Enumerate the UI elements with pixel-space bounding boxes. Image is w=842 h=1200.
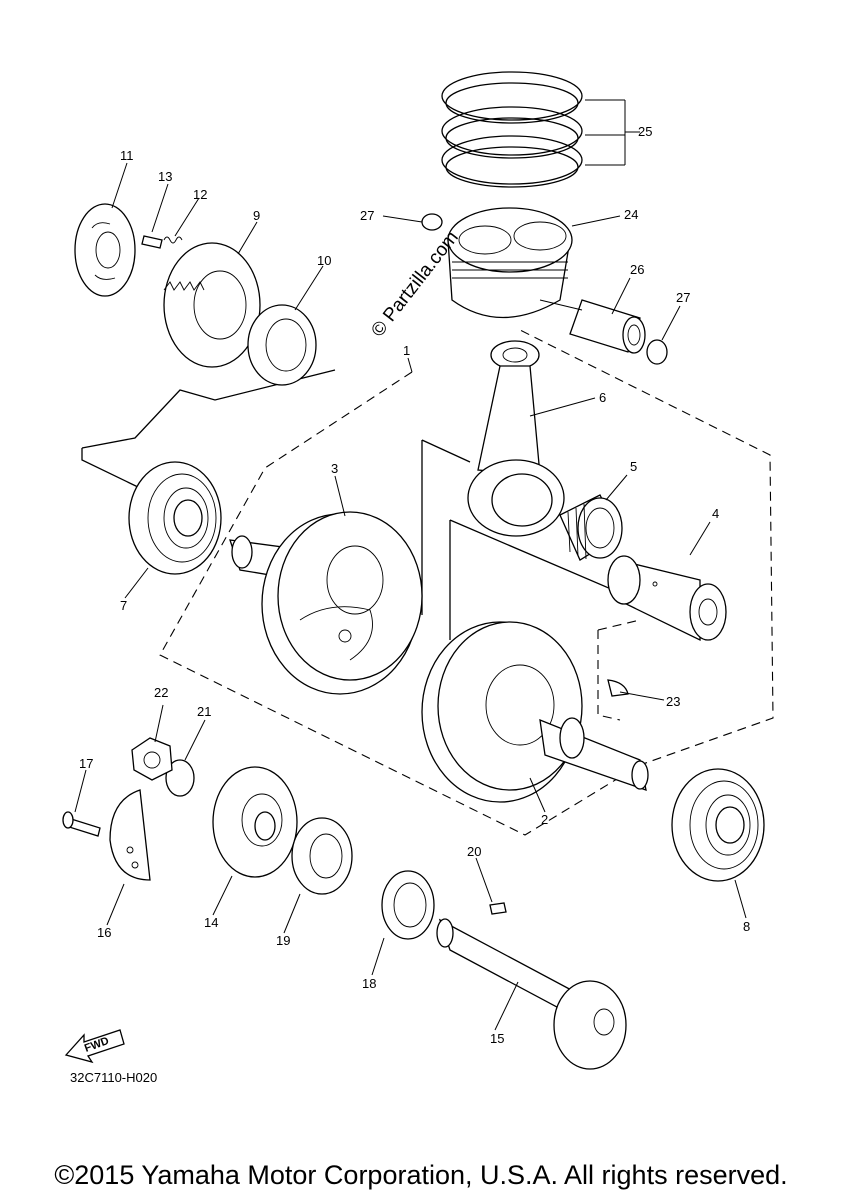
part-label: 27 — [360, 208, 374, 223]
part-label: 4 — [712, 506, 719, 521]
part-label: 17 — [79, 756, 93, 771]
piston-rings[interactable] — [441, 71, 583, 188]
part-label: 26 — [630, 262, 644, 277]
needle-bearing-small[interactable] — [381, 870, 435, 940]
part-labels: 1 2 3 4 5 6 7 8 9 10 11 12 13 14 15 16 1… — [79, 124, 750, 1046]
part-label: 3 — [331, 461, 338, 476]
balancer-weight[interactable] — [109, 789, 151, 881]
part-label: 1 — [403, 343, 410, 358]
bolt[interactable] — [62, 811, 101, 837]
dowel-pin[interactable] — [141, 235, 163, 249]
part-label: 11 — [120, 148, 134, 163]
part-label: 21 — [197, 704, 211, 719]
bearing-left[interactable] — [128, 461, 222, 575]
needle-bearing[interactable] — [559, 494, 623, 561]
primary-drive-gear[interactable] — [163, 242, 261, 368]
crankshaft-right[interactable] — [421, 621, 649, 803]
piston-pin[interactable] — [539, 299, 646, 354]
fwd-arrow-icon: FWD — [64, 1029, 125, 1064]
part-label: 27 — [676, 290, 690, 305]
part-label: 10 — [317, 253, 331, 268]
part-label: 14 — [204, 915, 218, 930]
part-label: 24 — [624, 207, 638, 222]
watermark-text: © Partzilla.com — [367, 227, 462, 341]
crankshaft-left[interactable] — [229, 511, 423, 695]
copyright-notice: ©2015 Yamaha Motor Corporation, U.S.A. A… — [54, 1160, 788, 1190]
part-label: 23 — [666, 694, 680, 709]
part-label: 25 — [638, 124, 652, 139]
part-label: 2 — [541, 812, 548, 827]
part-label: 13 — [158, 169, 172, 184]
gear-plate[interactable] — [74, 203, 136, 297]
connecting-rod[interactable] — [467, 340, 565, 537]
part-label: 16 — [97, 925, 111, 940]
leader-lines — [74, 99, 747, 1031]
part-label: 18 — [362, 976, 376, 991]
part-label: 20 — [467, 844, 481, 859]
part-label: 9 — [253, 208, 260, 223]
ball-bearing[interactable] — [247, 304, 317, 386]
crank-pin[interactable] — [607, 555, 727, 642]
diagram-code: 32C7110-H020 — [70, 1070, 158, 1085]
woodruff-key[interactable] — [607, 679, 629, 697]
balancer-drive-gear[interactable] — [212, 766, 298, 878]
piston[interactable] — [447, 207, 573, 319]
part-label: 12 — [193, 187, 207, 202]
bearing-small[interactable] — [291, 817, 353, 895]
balancer-key[interactable] — [489, 902, 507, 915]
bearing-right[interactable] — [671, 768, 765, 882]
lock-washer[interactable] — [165, 759, 195, 797]
part-label: 15 — [490, 1031, 504, 1046]
spring[interactable] — [163, 236, 183, 244]
part-label: 8 — [743, 919, 750, 934]
part-label: 6 — [599, 390, 606, 405]
part-label: 5 — [630, 459, 637, 474]
nut[interactable] — [131, 737, 173, 781]
part-label: 7 — [120, 598, 127, 613]
part-label: 22 — [154, 685, 168, 700]
part-label: 19 — [276, 933, 290, 948]
balancer-shaft[interactable] — [436, 918, 627, 1070]
